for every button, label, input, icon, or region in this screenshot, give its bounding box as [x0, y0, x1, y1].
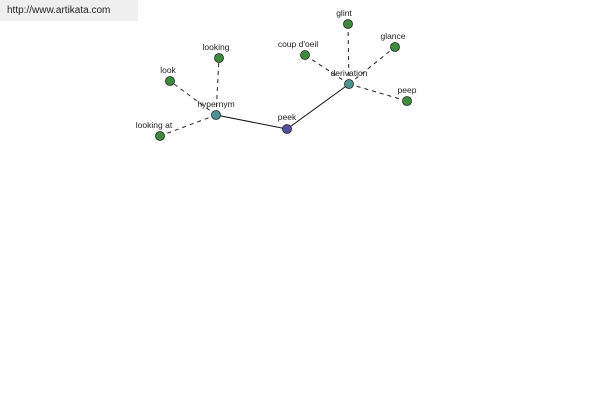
edge-hypernym-word — [169, 80, 217, 116]
word-label: glance — [380, 31, 405, 41]
word-node — [300, 50, 310, 60]
word-node — [214, 53, 224, 63]
word-label: peep — [398, 85, 417, 95]
word-node — [390, 42, 400, 52]
relation-node-derivation — [344, 79, 354, 89]
root-label: peek — [278, 112, 297, 122]
word-label: glint — [336, 8, 352, 18]
relation-node-hypernym — [211, 110, 221, 120]
word-label: looking — [203, 42, 230, 52]
edge-derivation-word — [347, 23, 350, 85]
word-node — [155, 131, 165, 141]
edge-derivation-word — [348, 83, 408, 102]
source-url-bar: http://www.artikata.com — [0, 0, 138, 21]
edge-hypernym — [215, 114, 288, 130]
word-node — [402, 96, 412, 106]
edge-derivation-word — [304, 54, 350, 85]
edge-hypernym-word — [215, 57, 220, 116]
root-node — [282, 124, 292, 134]
word-label: look — [160, 65, 176, 75]
relation-label-hypernym: hypernym — [197, 99, 234, 109]
edge-derivation — [286, 83, 350, 130]
edge-hypernym-word — [159, 114, 217, 137]
word-label: coup d'oeil — [278, 39, 318, 49]
relation-label-derivation: derivation — [331, 68, 368, 78]
edge-derivation-word — [348, 46, 396, 85]
word-node — [343, 19, 353, 29]
word-label: looking at — [136, 120, 173, 130]
source-url-link[interactable]: http://www.artikata.com — [7, 5, 111, 16]
word-node — [165, 76, 175, 86]
